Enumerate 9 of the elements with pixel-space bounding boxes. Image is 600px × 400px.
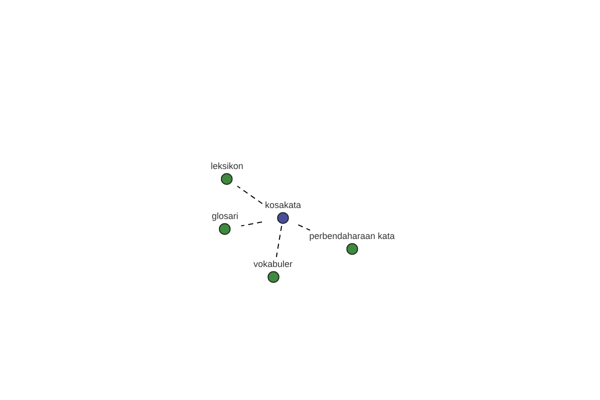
connector-line [298, 224, 311, 231]
node-label: perbendaharaan kata [308, 231, 396, 242]
connector-line [236, 186, 263, 204]
node-label: leksikon [210, 161, 244, 172]
node-label: vokabuler [252, 259, 294, 270]
node-label: glosari [210, 211, 240, 222]
connector-line [240, 222, 262, 226]
connector-line [276, 226, 282, 258]
node-label: kosakata [264, 200, 302, 211]
